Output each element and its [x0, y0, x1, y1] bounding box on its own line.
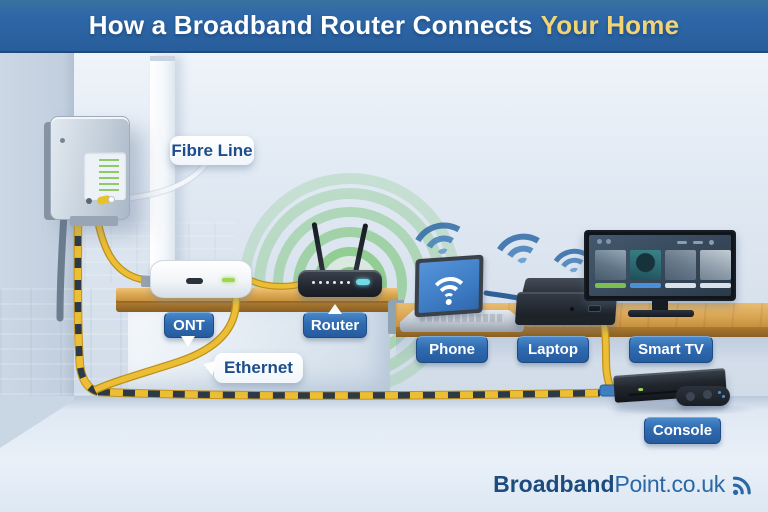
router-wan-led: [356, 279, 370, 285]
wifi-signal-icon: [732, 476, 751, 495]
ont-device: [141, 260, 252, 298]
router-led-strip: [312, 281, 350, 284]
tv-screen: [589, 235, 731, 296]
controller-button: [718, 391, 721, 394]
smart-tv-device: [584, 228, 742, 320]
tv-menu-item: [693, 241, 703, 244]
desk-edge: [116, 303, 398, 312]
label-console: Console: [644, 417, 721, 444]
controller-stick: [686, 392, 695, 401]
tv-thumbnail: [665, 250, 696, 280]
laptop-cable: [483, 290, 521, 301]
label-laptop: Laptop: [517, 336, 589, 363]
label-text: Smart TV: [638, 341, 704, 358]
table-edge: [396, 327, 768, 337]
controller-stick: [703, 390, 712, 399]
brand-name-bold: Broadband: [493, 471, 615, 497]
ont-cable-connector: [141, 276, 153, 287]
router-antenna: [311, 221, 326, 275]
label-text: Phone: [429, 341, 475, 358]
label-fibre-line: Fibre Line: [170, 136, 254, 165]
laptop-display: [418, 258, 480, 319]
floor: [0, 396, 768, 512]
wall-box-panel: [84, 152, 126, 200]
wall-box-led: [108, 196, 115, 203]
tv-progress-bar: [630, 283, 661, 288]
status-lines: [99, 159, 119, 191]
tv-thumbnail: [595, 250, 626, 280]
tv-progress-bar: [700, 283, 731, 288]
floor-cable-stripes: [97, 388, 601, 399]
label-smart-tv: Smart TV: [629, 336, 713, 363]
label-phone: Phone: [416, 336, 488, 363]
drop-cable-stripes: [74, 213, 100, 396]
router-antenna: [352, 223, 369, 275]
label-text: ONT: [173, 316, 205, 334]
ont-port: [186, 278, 203, 284]
tv-menu-dot: [606, 239, 611, 244]
wall-box-led: [86, 198, 92, 204]
tv-progress-bar: [595, 283, 626, 288]
wifi-icon: [428, 274, 470, 319]
label-router: Router: [303, 304, 367, 338]
console-device: [606, 362, 761, 418]
brand-name-regular: Point.co.uk: [614, 471, 726, 497]
router-body: [298, 270, 382, 297]
tv-menu-dot: [709, 240, 714, 245]
tv-progress-bar: [665, 283, 696, 288]
ont-status-led: [222, 278, 235, 282]
wall-box-mount: [70, 216, 118, 226]
title-bar: How a Broadband Router Connects Your Hom…: [0, 0, 768, 53]
fibre-wall-box: [40, 112, 145, 237]
tv-stand-base: [628, 310, 694, 317]
router-device: [296, 220, 386, 300]
label-ont: ONT: [164, 312, 214, 347]
ethernet-cable: [93, 295, 239, 393]
label-text: Fibre Line: [171, 140, 253, 160]
page-title-highlight: Your Home: [540, 10, 680, 40]
laptop-keyboard: [420, 314, 504, 322]
label-text: Console: [652, 422, 713, 439]
game-controller: [676, 384, 730, 408]
laptop-screen: [414, 254, 484, 319]
label-text: Laptop: [528, 341, 578, 358]
screw-icon: [60, 138, 65, 143]
tv-thumbnail: [630, 250, 661, 280]
page-title: How a Broadband Router Connects: [88, 10, 533, 40]
label-text: Ethernet: [224, 358, 293, 377]
laptop-device: [400, 252, 524, 334]
tv-menu-item: [677, 241, 687, 244]
tv-stand: [652, 299, 668, 311]
power-button: [569, 307, 575, 311]
label-ethernet: Ethernet: [214, 353, 303, 383]
power-cable: [56, 210, 68, 322]
tv-menu-dot: [597, 239, 602, 244]
ont-to-router-cable: [248, 277, 303, 289]
controller-button: [722, 395, 725, 398]
console-led: [638, 387, 644, 392]
tv-thumbnail: [700, 250, 731, 280]
label-text: Router: [310, 316, 360, 334]
wall-stud: [150, 56, 175, 296]
